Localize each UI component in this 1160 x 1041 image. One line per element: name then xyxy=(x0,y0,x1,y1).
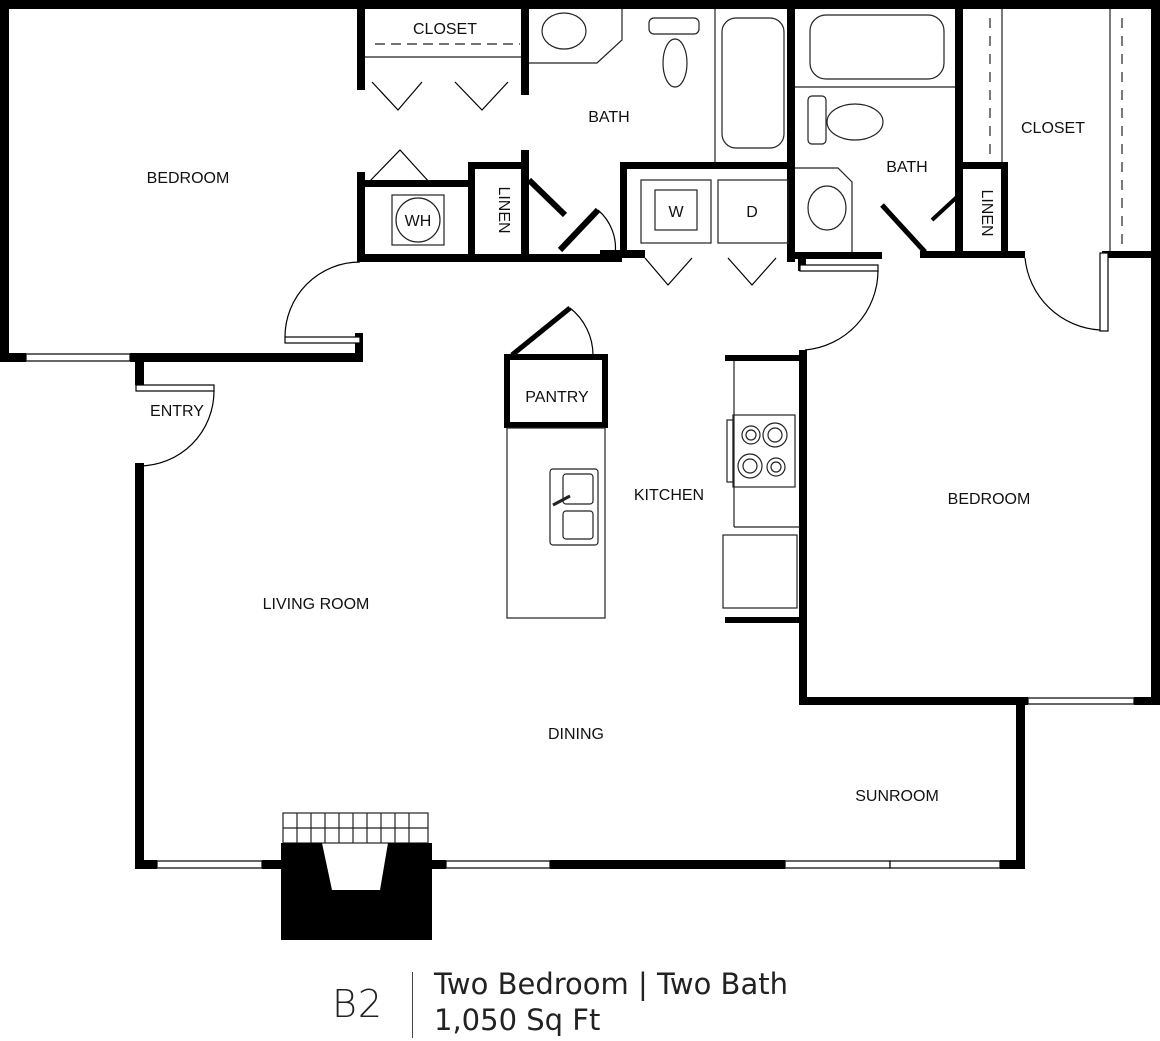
label-water-heater: WH xyxy=(405,213,432,230)
label-entry: ENTRY xyxy=(150,403,204,420)
label-sunroom: SUNROOM xyxy=(855,788,939,805)
label-washer: W xyxy=(668,204,684,221)
label-kitchen: KITCHEN xyxy=(634,487,704,504)
fixtures xyxy=(282,9,1123,844)
unit-description: Two Bedroom | Two Bath xyxy=(434,967,788,1001)
label-bath-1: BATH xyxy=(588,109,629,126)
label-pantry: PANTRY xyxy=(525,389,589,406)
label-dining: DINING xyxy=(548,726,604,743)
label-dryer: D xyxy=(746,204,758,221)
room-labels: BEDROOM CLOSET BATH WH LINEN W D BATH LI… xyxy=(147,21,1086,805)
caption-divider xyxy=(412,972,413,1038)
label-bedroom-2: BEDROOM xyxy=(948,491,1031,508)
label-linen-1: LINEN xyxy=(495,186,512,233)
label-linen-2: LINEN xyxy=(978,189,995,236)
label-bath-2: BATH xyxy=(886,159,927,176)
windows xyxy=(25,353,1135,869)
unit-area: 1,050 Sq Ft xyxy=(434,1003,601,1037)
label-living-room: LIVING ROOM xyxy=(263,596,370,613)
label-bedroom-1: BEDROOM xyxy=(147,170,230,187)
fireplace xyxy=(281,843,432,940)
doors xyxy=(135,81,1109,467)
walls xyxy=(0,0,1160,869)
label-closet-1: CLOSET xyxy=(413,21,477,38)
label-closet-2: CLOSET xyxy=(1021,120,1085,137)
unit-code: B2 xyxy=(332,982,384,1026)
